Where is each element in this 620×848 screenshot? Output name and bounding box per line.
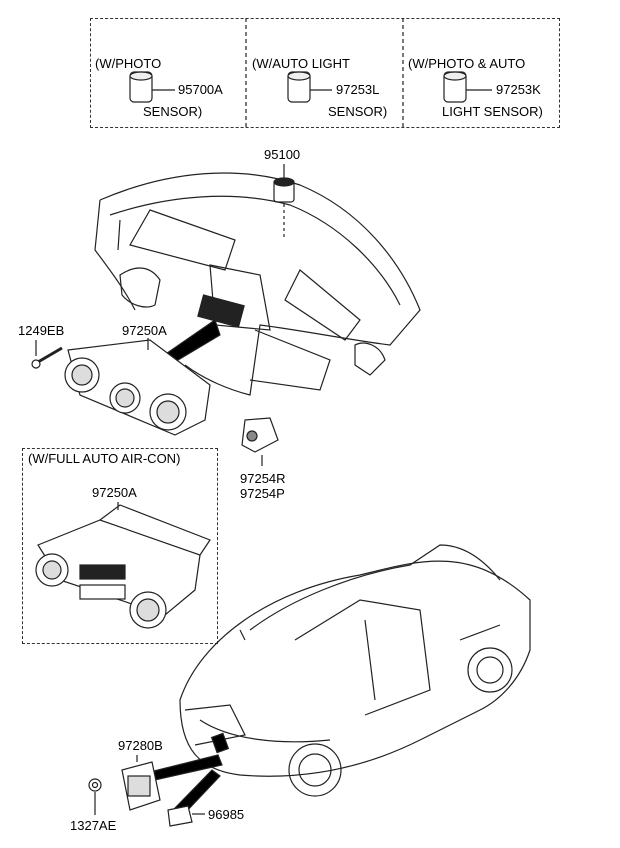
photo-sensor-part-icon (129, 71, 175, 103)
part-label-1327ae: 1327AE (70, 818, 117, 833)
part-label-1249eb: 1249EB (18, 323, 65, 338)
dash-sensor-95100-icon (273, 164, 295, 240)
part-label-97253k: 97253K (496, 82, 541, 97)
front-mount-marker (210, 732, 230, 754)
heater-control-97250a-icon (64, 338, 211, 436)
part-label-97254p: 97254P (240, 486, 285, 501)
clip-96985-icon (167, 805, 205, 827)
part-label-96985: 96985 (208, 807, 245, 822)
screw-1249eb-icon (31, 340, 63, 369)
switch-97254-icon (241, 417, 279, 466)
photo-sensor-header: (W/PHOTO SENSOR) (95, 56, 203, 119)
part-label-97254r: 97254R (240, 471, 286, 486)
car-outline (179, 544, 531, 797)
part-label-97250a-full-auto: 97250A (92, 485, 137, 500)
heater-opening (197, 294, 245, 328)
dashboard-outline (94, 172, 421, 396)
full-auto-aircon-box (22, 448, 218, 644)
full-auto-aircon-title: (W/FULL AUTO AIR-CON) (28, 451, 181, 466)
sensor-options-box (90, 18, 560, 128)
photo-auto-light-sensor-header: (W/PHOTO & AUTO LIGHT SENSOR) (408, 56, 543, 119)
nut-1327ae-icon (88, 778, 102, 815)
photo-auto-light-sensor-part-icon (443, 71, 492, 103)
part-label-97250a-heater: 97250A (122, 323, 167, 338)
part-label-97280b: 97280B (118, 738, 163, 753)
part-label-95100: 95100 (264, 147, 301, 162)
auto-light-sensor-part-icon (287, 71, 332, 103)
part-label-95700a: 95700A (178, 82, 223, 97)
full-auto-control-97250a-icon (35, 502, 211, 629)
ambient-sensor-97280b-icon (121, 755, 161, 811)
auto-light-sensor-header: (W/AUTO LIGHT SENSOR) (252, 56, 388, 119)
part-label-97253l: 97253L (336, 82, 380, 97)
